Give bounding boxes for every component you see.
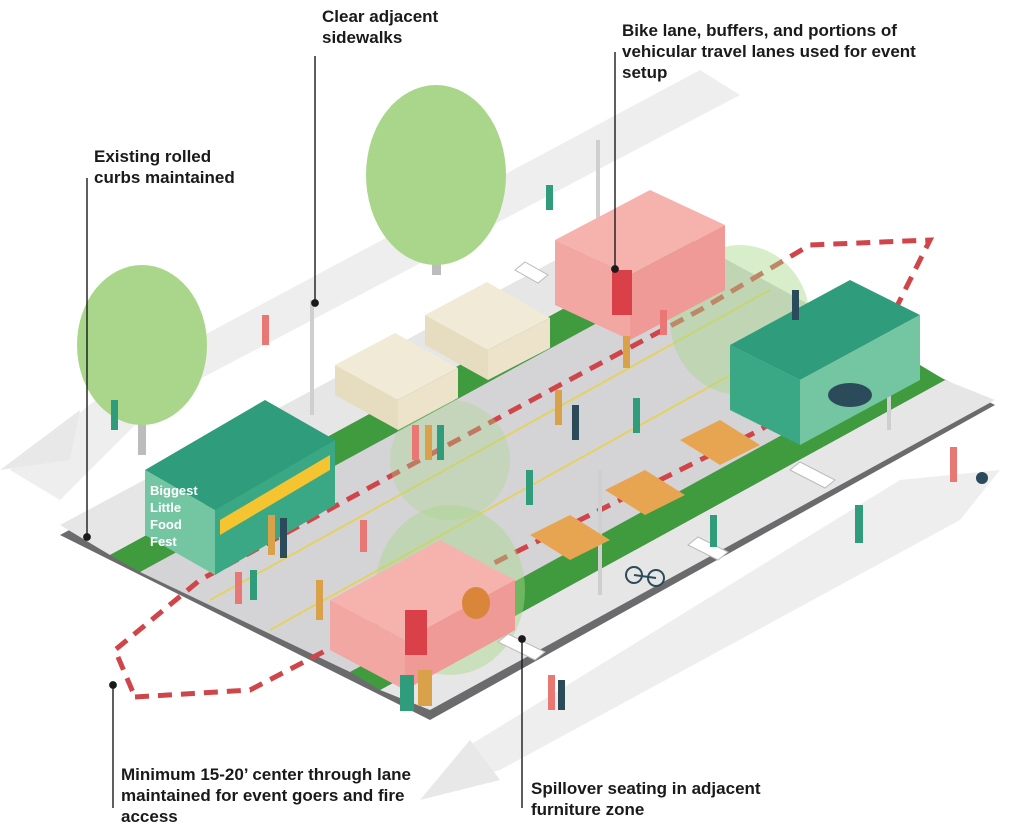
bicycle <box>625 566 665 587</box>
leader-bike-lane-dot <box>611 265 619 273</box>
arrowhead-lower-left <box>420 740 500 800</box>
street-surface <box>140 256 915 672</box>
streetlight-far-center <box>596 140 600 240</box>
callout-spillover: Spillover seating in adjacent furniture … <box>531 779 761 819</box>
tree-left <box>77 265 207 455</box>
tent-right <box>425 282 550 380</box>
trash-bin-2 <box>418 670 432 706</box>
sidewalk-arrow-lower <box>430 470 1000 790</box>
streetlight-near-center <box>598 470 602 595</box>
leader-lines <box>83 52 619 808</box>
leader-sidewalks-dot <box>311 299 319 307</box>
truck-sign-line3: Food <box>150 517 182 532</box>
callout-bike-lane: Bike lane, buffers, and portions of vehi… <box>622 21 916 82</box>
tree-mid-faint <box>390 400 510 520</box>
tent-left <box>335 333 458 430</box>
callout-curbs: Existing rolled curbs maintained <box>94 147 235 187</box>
food-truck-green-left: Biggest Little Food Fest <box>145 400 335 575</box>
benches <box>497 261 836 661</box>
truck-sign-line2: Little <box>150 500 181 515</box>
leader-spillover-dot <box>518 635 526 643</box>
leader-center-lane-dot <box>109 681 117 689</box>
food-truck-pink-near <box>330 540 515 690</box>
arrowhead-upper-left <box>0 410 80 470</box>
people <box>111 185 988 710</box>
lane-line-1 <box>209 289 771 601</box>
trash-bin-1 <box>400 675 414 711</box>
truck-sign-line4: Fest <box>150 534 177 549</box>
sidewalk-arrow-upper <box>10 70 740 500</box>
streetlight-far-left <box>310 300 314 415</box>
leader-curbs-dot <box>83 533 91 541</box>
truck-sign-line1: Biggest <box>150 483 198 498</box>
picnic-tables <box>530 420 760 560</box>
callout-sidewalks: Clear adjacent sidewalks <box>322 7 439 47</box>
food-truck-green-right <box>730 280 920 445</box>
food-truck-pink-far <box>555 190 725 340</box>
callout-center-lane: Minimum 15-20’ center through lane maint… <box>121 765 412 826</box>
tree-center <box>366 85 506 275</box>
